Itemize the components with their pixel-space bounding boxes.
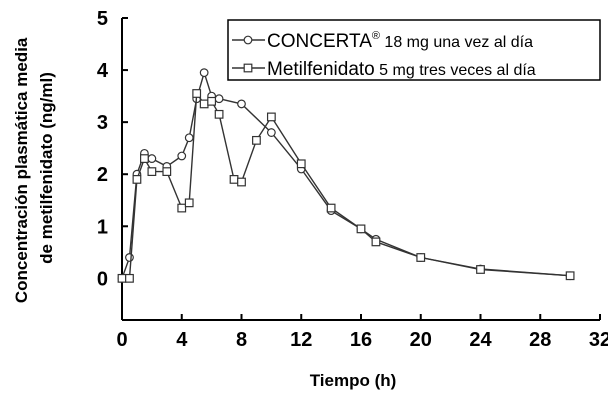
data-point	[177, 151, 187, 161]
data-point	[162, 167, 172, 177]
x-axis-title: Tiempo (h)	[310, 371, 397, 390]
data-point	[184, 198, 194, 208]
data-point	[214, 94, 224, 104]
data-point	[356, 224, 366, 234]
data-point	[147, 167, 157, 177]
y-axis-ticks: 0 1 2 3 4 5	[97, 8, 128, 290]
legend-label-part: 5 mg tres veces al día	[375, 62, 536, 79]
y-tick-label: 2	[97, 164, 108, 186]
data-point	[229, 175, 239, 184]
data-point	[252, 135, 261, 145]
x-tick-label: 12	[290, 329, 312, 351]
legend-label-1: CONCERTA® 18 mg una vez al día	[267, 30, 533, 52]
data-point	[140, 154, 149, 163]
data-point	[184, 133, 194, 143]
x-tick-label: 0	[116, 329, 127, 351]
series-line	[122, 91, 571, 279]
data-point	[416, 253, 426, 262]
data-point	[237, 177, 246, 187]
series-1	[117, 68, 575, 283]
y-axis-title-line-1: Concentración plasmática media	[12, 37, 31, 303]
series-layer	[117, 68, 575, 283]
legend-label-part: Metilfenidato	[267, 59, 375, 80]
series-2	[117, 89, 575, 283]
y-tick-label: 1	[97, 216, 108, 238]
y-tick-label: 4	[97, 60, 109, 82]
data-point	[214, 109, 224, 119]
x-tick-label: 4	[176, 329, 188, 351]
data-point	[371, 237, 381, 247]
y-tick-label: 3	[97, 112, 108, 134]
data-point	[199, 99, 209, 109]
data-point	[177, 203, 187, 213]
legend-box	[227, 19, 601, 81]
legend-label-2: Metilfenidato 5 mg tres veces al día	[267, 59, 536, 80]
data-point	[565, 271, 575, 281]
data-point	[117, 273, 127, 283]
y-tick-label: 5	[97, 8, 108, 30]
data-point	[266, 128, 276, 137]
data-point	[266, 112, 276, 122]
data-point	[207, 96, 217, 106]
x-axis-ticks: 0 4 8 12 16 20 24 28 32	[116, 314, 608, 351]
legend-label-part: CONCERTA	[267, 31, 372, 52]
data-point	[192, 89, 202, 98]
data-point	[125, 273, 134, 283]
x-tick-label: 24	[469, 329, 492, 351]
legend-label-part: 18 mg una vez al día	[380, 34, 533, 51]
legend: CONCERTA® 18 mg una vez al díaMetilfenid…	[227, 19, 601, 81]
data-point	[199, 68, 209, 78]
x-tick-label: 16	[350, 329, 372, 351]
x-tick-label: 32	[589, 329, 608, 351]
x-tick-label: 20	[410, 329, 432, 351]
legend-label-part: ®	[372, 30, 380, 42]
x-tick-label: 8	[236, 329, 247, 351]
data-point	[296, 159, 306, 169]
data-point	[476, 265, 485, 274]
data-point	[147, 154, 157, 163]
y-axis-title-line-2: de metilfenidato (ng/ml)	[37, 72, 56, 264]
data-point	[132, 175, 142, 184]
y-axis-title: Concentración plasmática media de metilf…	[12, 33, 56, 303]
data-point	[125, 253, 134, 262]
data-point	[237, 99, 246, 109]
y-tick-label: 0	[97, 268, 108, 290]
legend-marker-square	[243, 63, 253, 73]
x-tick-label: 28	[529, 329, 551, 351]
series-line	[121, 70, 571, 279]
legend-marker-circle	[243, 35, 253, 45]
data-point	[326, 203, 336, 213]
